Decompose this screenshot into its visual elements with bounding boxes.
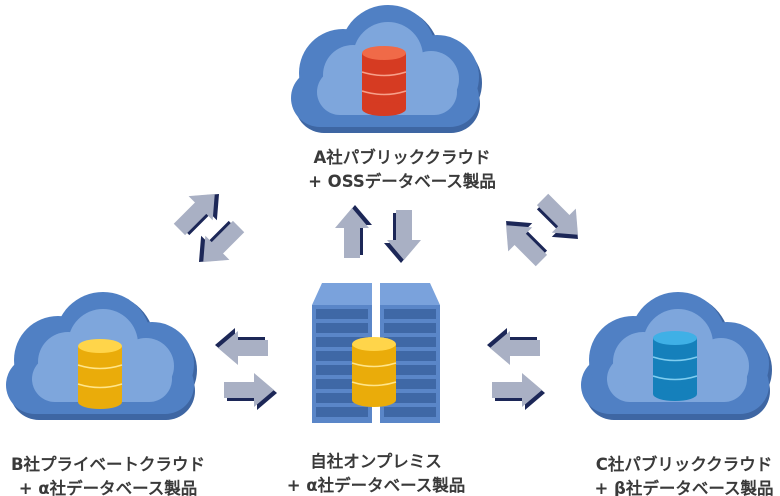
arrow-left-icon: [487, 328, 540, 365]
server-rack-icon: [312, 283, 440, 423]
b-cloud-label: B社プライベートクラウド + α社データベース製品: [11, 453, 205, 496]
c-cloud-label-line1: C社パブリッククラウド: [595, 455, 773, 474]
a-database-icon: [361, 46, 407, 116]
onprem-database-icon: [351, 337, 397, 407]
arrow-right-icon: [224, 373, 277, 410]
a-cloud-label: A社パブリッククラウド + OSSデータベース製品: [308, 146, 496, 194]
a-cloud-label-line2: + OSSデータベース製品: [308, 172, 496, 191]
a-cloud-label-line1: A社パブリッククラウド: [313, 148, 491, 167]
onprem-label-line2: + α社データベース製品: [286, 476, 466, 495]
c-database-icon: [652, 331, 698, 401]
b-cloud-label-line2: + α社データベース製品: [18, 479, 198, 496]
c-cloud-label: C社パブリッククラウド + β社データベース製品: [594, 453, 773, 496]
c-cloud-label-line2: + β社データベース製品: [594, 479, 774, 496]
onprem-label: 自社オンプレミス + α社データベース製品: [287, 450, 466, 496]
arrow-left-icon: [215, 328, 268, 365]
onprem-label-line1: 自社オンプレミス: [310, 452, 442, 471]
arrow-down-right-icon: [528, 187, 593, 252]
arrow-up-icon: [335, 205, 372, 258]
arrow-right-icon: [492, 373, 545, 410]
b-database-icon: [77, 339, 123, 409]
arrow-down-icon: [384, 210, 421, 263]
arrow-up-left-icon: [491, 208, 556, 273]
b-cloud-label-line1: B社プライベートクラウド: [10, 455, 206, 474]
